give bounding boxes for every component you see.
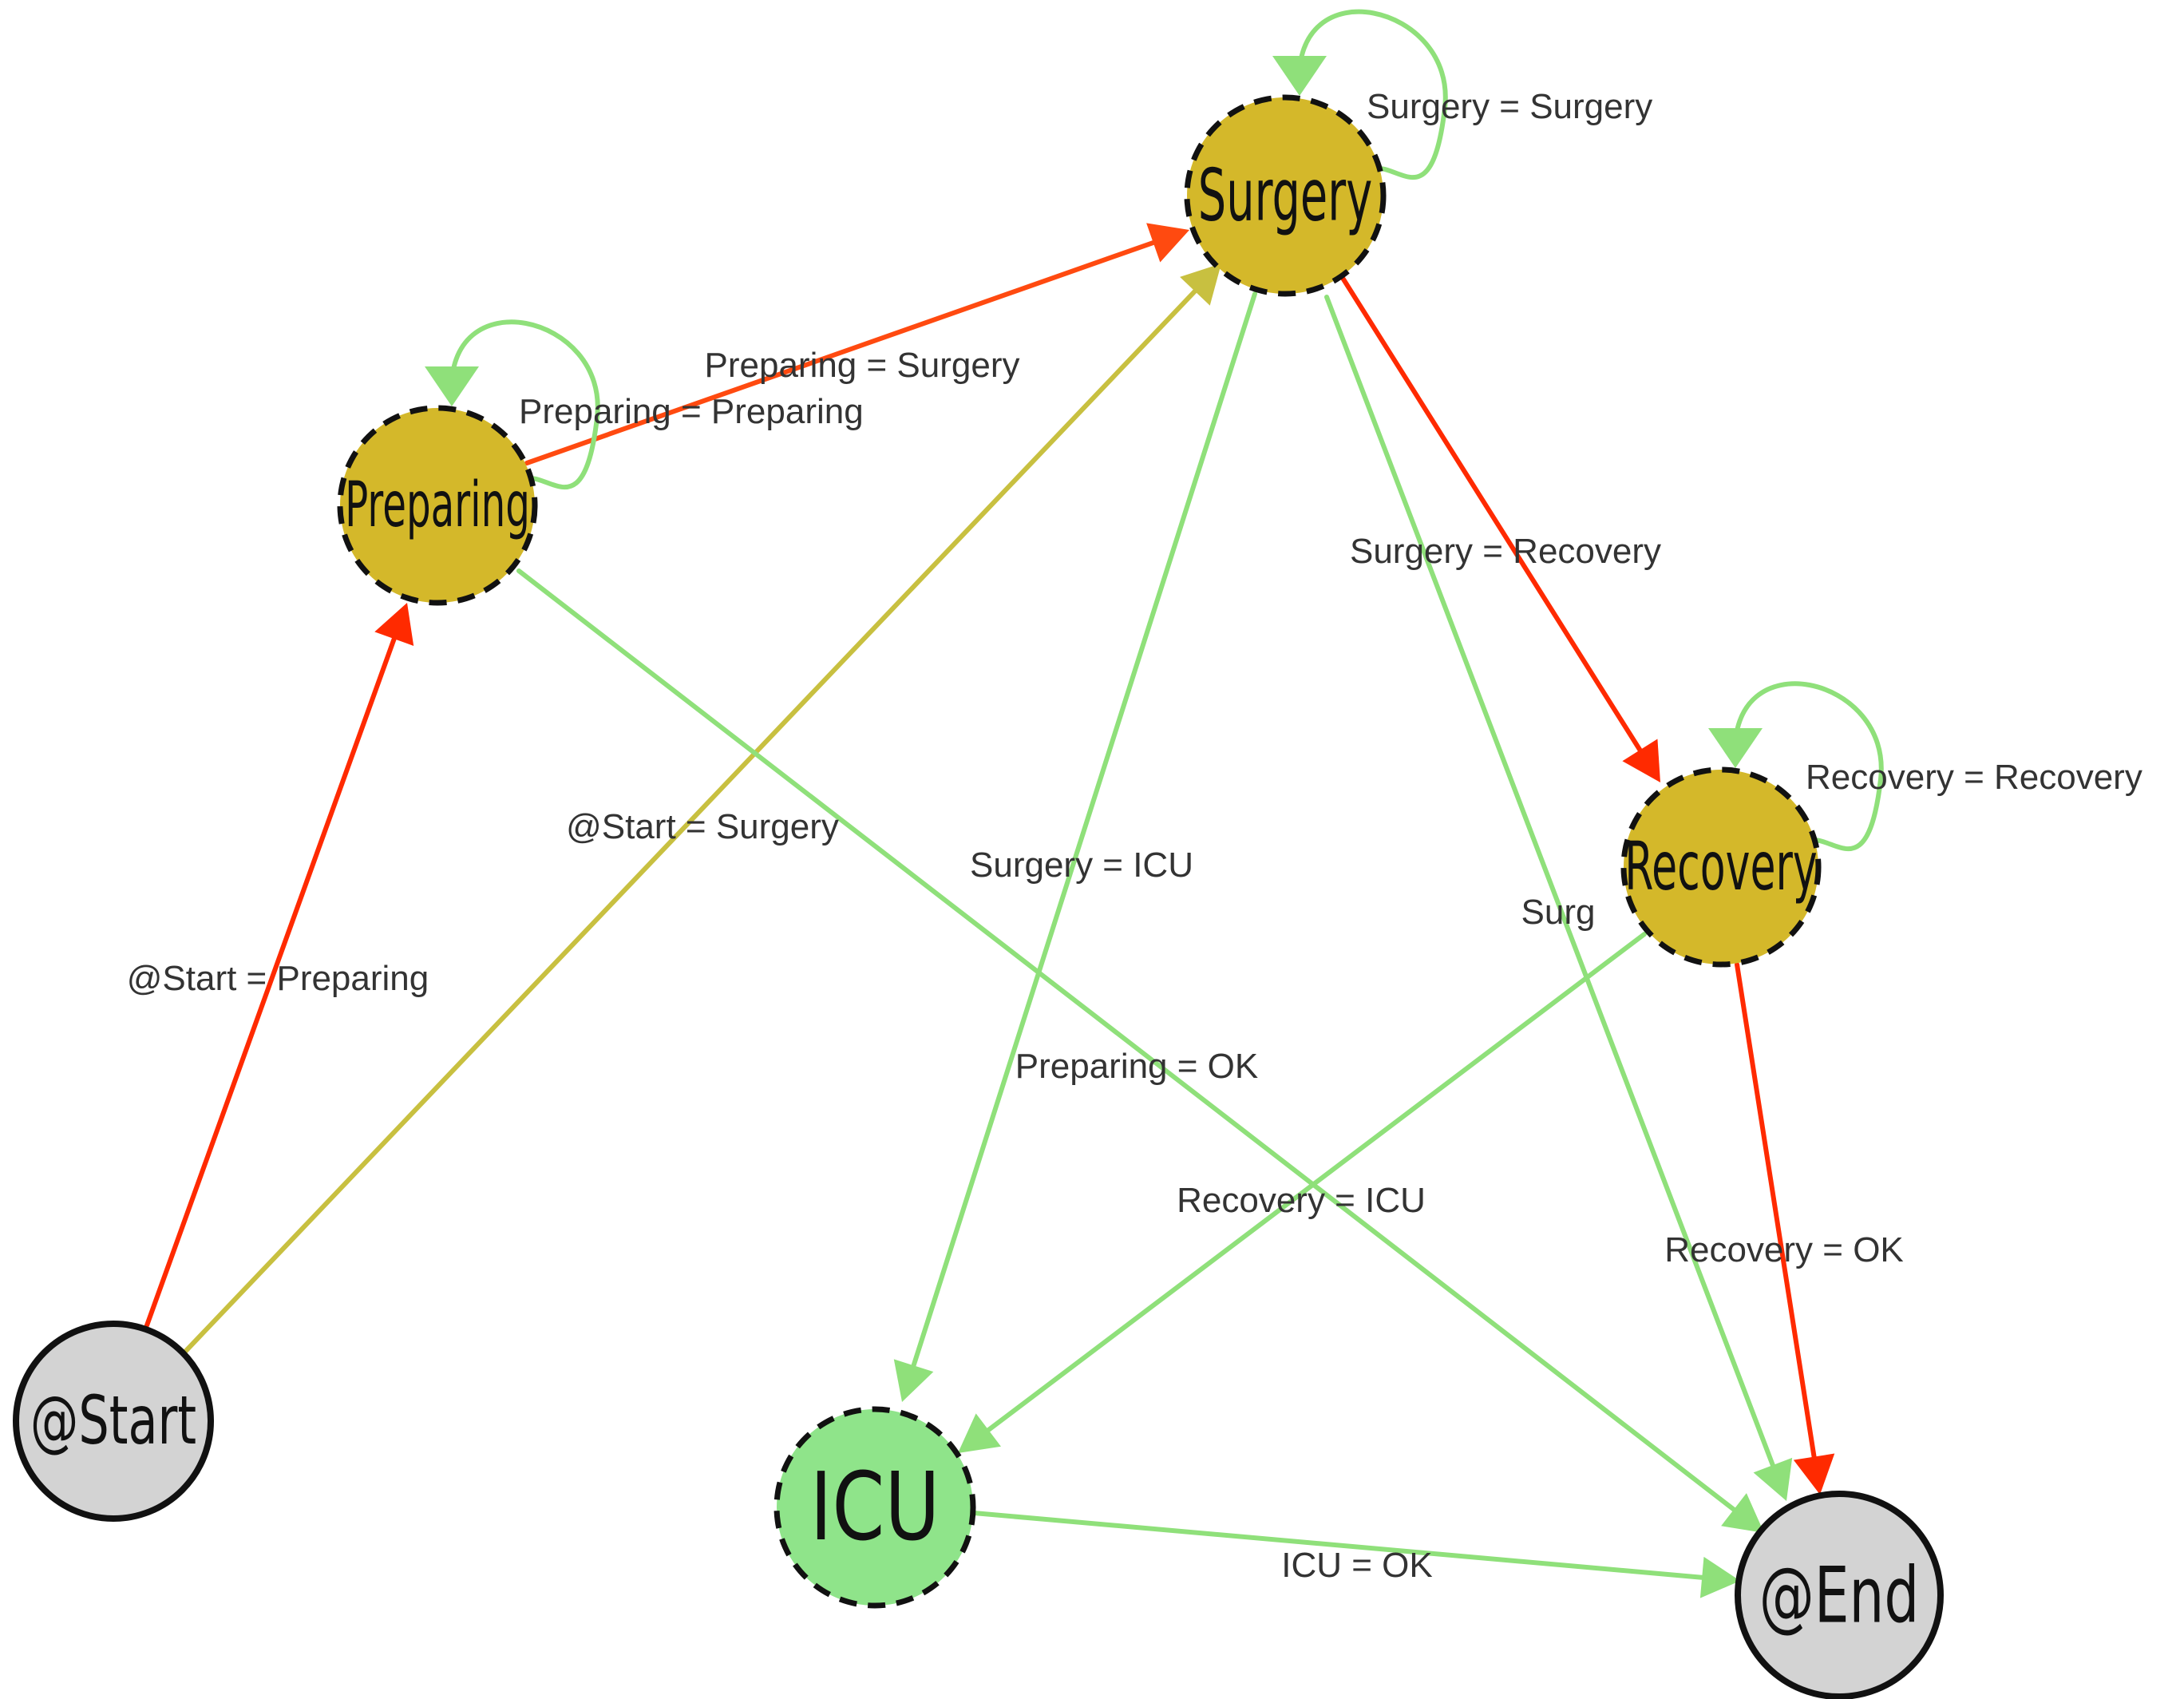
edge-arrowhead-surgery-ok: [1753, 1457, 1793, 1501]
edge-label-preparing-self: Preparing = Preparing: [519, 392, 864, 431]
edge-recovery-ok[interactable]: [1735, 962, 1818, 1466]
node-circle-end: [1735, 1491, 1944, 1699]
edge-start-surgery[interactable]: [181, 283, 1202, 1356]
node-recovery[interactable]: Recovery: [1620, 766, 1822, 968]
edge-arrowhead-icu-ok: [1699, 1556, 1740, 1598]
node-preparing[interactable]: Preparing: [337, 405, 538, 606]
node-label-start: @Start: [30, 1382, 196, 1460]
edge-label-surgery-icu: Surgery = ICU: [970, 846, 1193, 885]
edge-arrowhead-surgery-recovery: [1622, 739, 1660, 782]
edge-label-start-preparing: @Start = Preparing: [127, 959, 429, 998]
edge-label-preparing-ok: Preparing = OK: [1015, 1047, 1259, 1086]
edge-arrowhead-preparing-surgery: [1146, 223, 1189, 263]
self-loop-recovery-self[interactable]: [1732, 681, 1884, 852]
edge-surgery-ok[interactable]: [1324, 295, 1778, 1474]
edge-label-recovery-ok: Recovery = OK: [1664, 1230, 1904, 1269]
node-start[interactable]: @Start: [13, 1321, 214, 1522]
self-loop-arrowhead-preparing-self: [425, 366, 479, 406]
edge-arrowhead-recovery-icu: [958, 1413, 1001, 1453]
edges-layer: [144, 9, 1884, 1581]
edge-label-start-surgery: @Start = Surgery: [566, 807, 839, 846]
edge-surgery-recovery[interactable]: [1339, 273, 1646, 758]
self-loop-arrowhead-surgery-self: [1272, 56, 1327, 96]
node-label-preparing: Preparing: [345, 469, 530, 541]
node-circle-icu: [774, 1406, 976, 1609]
node-circle-recovery: [1620, 766, 1822, 968]
node-icu[interactable]: ICU: [774, 1406, 976, 1609]
edge-label-icu-ok: ICU = OK: [1281, 1546, 1433, 1585]
edge-arrowhead-surgery-icu: [893, 1359, 934, 1402]
edge-arrowhead-start-surgery: [1180, 263, 1221, 306]
node-label-icu: ICU: [810, 1453, 940, 1562]
arrowheads-layer: [374, 56, 1835, 1598]
self-loop-preparing-self[interactable]: [449, 319, 600, 490]
node-circle-start: [13, 1321, 214, 1522]
node-circle-surgery: [1184, 94, 1387, 297]
node-end[interactable]: @End: [1735, 1491, 1944, 1699]
edge-label-surgery-recovery: Surgery = Recovery: [1350, 532, 1661, 571]
node-surgery[interactable]: Surgery: [1184, 94, 1387, 297]
edge-label-recovery-icu: Recovery = ICU: [1177, 1181, 1426, 1220]
edge-label-surgery-self: Surgery = Surgery: [1367, 87, 1652, 126]
edge-arrowhead-recovery-ok: [1793, 1453, 1835, 1495]
edge-arrowhead-preparing-ok: [1721, 1493, 1764, 1533]
edge-recovery-icu[interactable]: [980, 932, 1647, 1436]
edge-icu-ok[interactable]: [971, 1511, 1711, 1581]
self-loop-surgery-self[interactable]: [1296, 9, 1448, 180]
edge-surgery-icu[interactable]: [909, 291, 1257, 1374]
edge-arrowhead-start-preparing: [374, 603, 414, 646]
edge-label-recovery-self: Recovery = Recovery: [1806, 758, 2142, 797]
edge-labels-layer: @Start = Preparing@Start = SurgeryPrepar…: [127, 87, 2142, 1585]
edge-preparing-surgery[interactable]: [524, 238, 1162, 465]
edge-preparing-ok[interactable]: [516, 568, 1742, 1516]
node-circle-preparing: [337, 405, 538, 606]
self-loop-arrowhead-recovery-self: [1708, 728, 1763, 768]
edge-label-preparing-surgery: Preparing = Surgery: [705, 346, 1020, 385]
node-label-recovery: Recovery: [1624, 828, 1817, 905]
edge-label-surgery-ok: Surg: [1521, 893, 1596, 932]
edge-start-preparing[interactable]: [144, 630, 399, 1328]
node-label-surgery: Surgery: [1198, 154, 1372, 238]
node-label-end: @End: [1759, 1550, 1919, 1640]
